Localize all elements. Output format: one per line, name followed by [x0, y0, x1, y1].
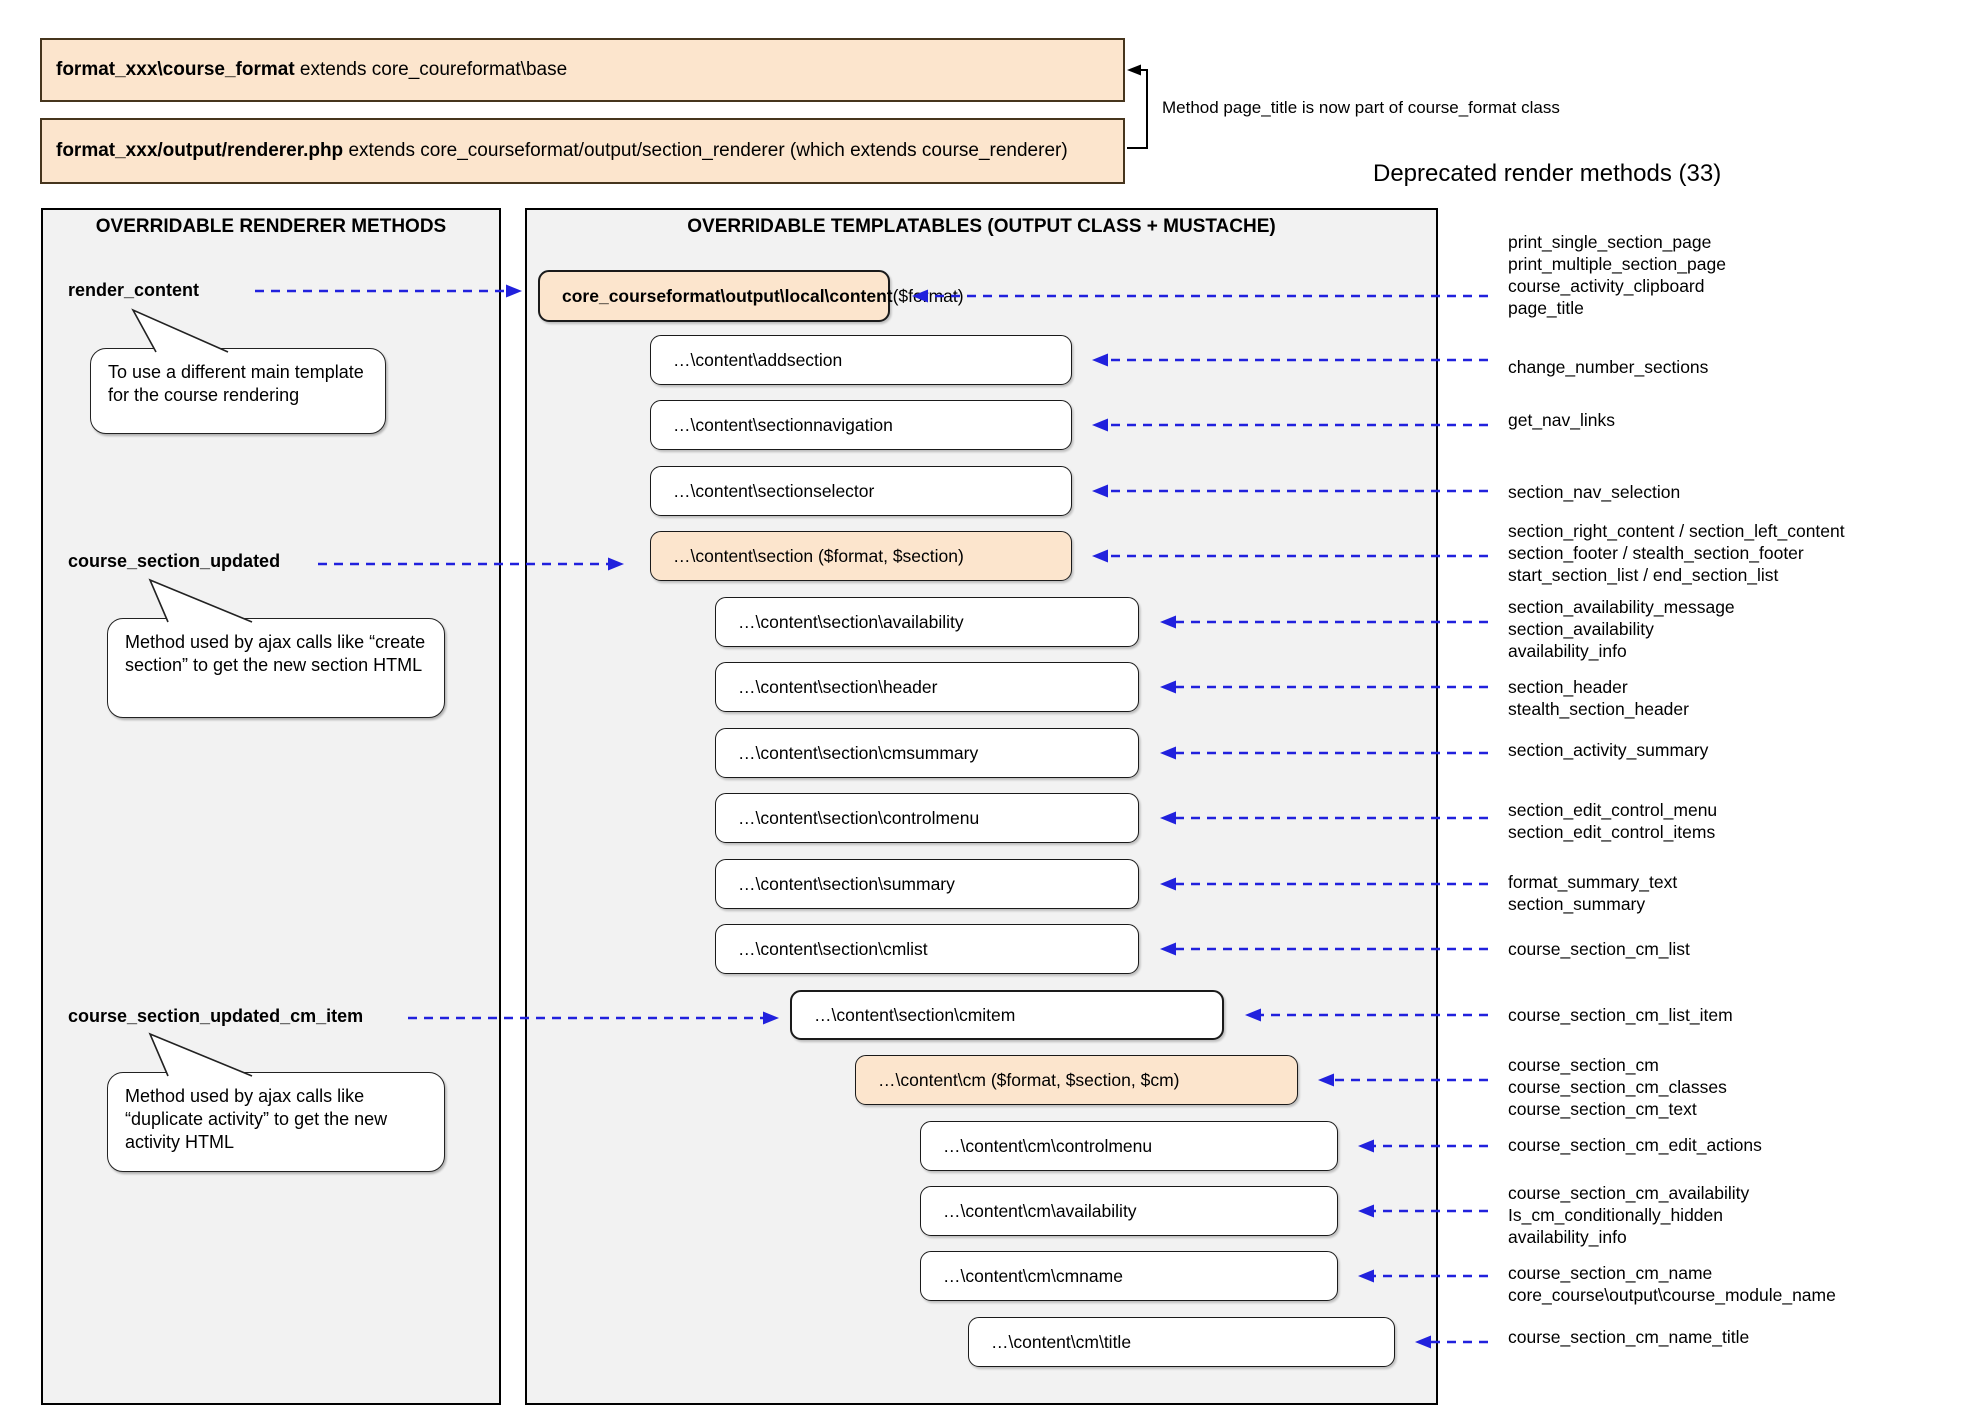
deprecated-method: course_section_cm_text	[1508, 1099, 1697, 1119]
class-box-renderer-text: format_xxx/output/renderer.php extends c…	[56, 140, 1068, 161]
bracket-arrow-head	[1127, 64, 1141, 76]
class-box-course-format-text: format_xxx\course_format extends core_co…	[56, 59, 568, 80]
class-box-renderer: format_xxx/output/renderer.php extends c…	[40, 118, 1125, 184]
bracket-line	[1127, 69, 1148, 149]
deprecated-method: section_availability	[1508, 619, 1654, 639]
deprecated-group-7: section_activity_summary	[1508, 739, 1708, 761]
deprecated-method: course_section_cm_classes	[1508, 1077, 1727, 1097]
middle-panel-title: OVERRIDABLE TEMPLATABLES (OUTPUT CLASS +…	[687, 216, 1276, 237]
deprecated-method: availability_info	[1508, 1227, 1627, 1247]
deprecated-group-11: course_section_cm_list_item	[1508, 1004, 1733, 1026]
deprecated-method: stealth_section_header	[1508, 699, 1689, 719]
deprecated-group-3: section_nav_selection	[1508, 481, 1680, 503]
callout-bubble-1: Method used by ajax calls like “create s…	[107, 618, 445, 718]
templatable-box-16: …\content\cm\title	[968, 1317, 1395, 1367]
callout-bubble-0: To use a different main template for the…	[90, 348, 386, 434]
deprecated-method: section_right_content / section_left_con…	[1508, 521, 1845, 541]
templatable-box-7: …\content\section\cmsummary	[715, 728, 1139, 778]
deprecated-method: Is_cm_conditionally_hidden	[1508, 1205, 1723, 1225]
deprecated-method: section_footer / stealth_section_footer	[1508, 543, 1804, 563]
deprecated-method: availability_info	[1508, 641, 1627, 661]
deprecated-group-16: course_section_cm_name_title	[1508, 1326, 1749, 1348]
templatable-box-5: …\content\section\availability	[715, 597, 1139, 647]
templatable-box-3: …\content\sectionselector	[650, 466, 1072, 516]
deprecated-method: course_section_cm_availability	[1508, 1183, 1750, 1203]
deprecated-method: print_single_section_page	[1508, 232, 1712, 252]
deprecated-method: get_nav_links	[1508, 410, 1616, 430]
class-box-course-format: format_xxx\course_format extends core_co…	[40, 38, 1125, 102]
deprecated-method: course_section_cm_list_item	[1508, 1005, 1733, 1025]
templatable-box-10: …\content\section\cmlist	[715, 924, 1139, 974]
deprecated-method: change_number_sections	[1508, 357, 1709, 377]
templatable-box-2: …\content\sectionnavigation	[650, 400, 1072, 450]
callout-bubble-2: Method used by ajax calls like “duplicat…	[107, 1072, 445, 1172]
templatable-box-15: …\content\cm\cmname	[920, 1251, 1338, 1301]
deprecated-method: page_title	[1508, 298, 1584, 318]
deprecated-method: start_section_list / end_section_list	[1508, 565, 1779, 585]
bracket-note: Method page_title is now part of course_…	[1162, 98, 1560, 117]
deprecated-method: core_course\output\course_module_name	[1508, 1285, 1836, 1305]
deprecated-method: section_nav_selection	[1508, 482, 1681, 502]
deprecated-method: section_edit_control_menu	[1508, 800, 1718, 820]
deprecated-group-2: get_nav_links	[1508, 409, 1615, 431]
deprecated-method: section_header	[1508, 677, 1628, 697]
templatable-box-6: …\content\section\header	[715, 662, 1139, 712]
deprecated-heading: Deprecated render methods (33)	[1373, 160, 1722, 187]
deprecated-method: section_activity_summary	[1508, 740, 1709, 760]
method-arrow-head-0	[506, 284, 522, 298]
deprecated-method: section_availability_message	[1508, 597, 1735, 617]
templatable-box-13: …\content\cm\controlmenu	[920, 1121, 1338, 1171]
left-panel-title: OVERRIDABLE RENDERER METHODS	[95, 216, 447, 237]
templatable-box-8: …\content\section\controlmenu	[715, 793, 1139, 843]
deprecated-method: course_activity_clipboard	[1508, 276, 1705, 296]
deprecated-group-4: section_right_content / section_left_con…	[1508, 520, 1845, 586]
templatable-box-14: …\content\cm\availability	[920, 1186, 1338, 1236]
deprecated-method: section_edit_control_items	[1508, 822, 1716, 842]
deprecated-method: section_summary	[1508, 894, 1646, 914]
renderer-method-render_content: render_content	[68, 280, 200, 300]
renderer-method-course_section_updated: course_section_updated	[68, 551, 281, 571]
deprecated-group-1: change_number_sections	[1508, 356, 1708, 378]
deprecated-method: course_section_cm_edit_actions	[1508, 1135, 1762, 1155]
templatable-box-9: …\content\section\summary	[715, 859, 1139, 909]
deprecated-method: course_section_cm_name_title	[1508, 1327, 1750, 1347]
deprecated-group-13: course_section_cm_edit_actions	[1508, 1134, 1762, 1156]
templatable-box-11: …\content\section\cmitem	[790, 990, 1224, 1040]
deprecated-method: course_section_cm_list	[1508, 939, 1690, 959]
deprecated-method: course_section_cm_name	[1508, 1263, 1713, 1283]
templatable-box-1: …\content\addsection	[650, 335, 1072, 385]
renderer-method-course_section_updated_cm_item: course_section_updated_cm_item	[68, 1006, 364, 1026]
deprecated-group-10: course_section_cm_list	[1508, 938, 1690, 960]
deprecated-method: format_summary_text	[1508, 872, 1678, 892]
deprecated-method: print_multiple_section_page	[1508, 254, 1726, 274]
deprecated-method: course_section_cm	[1508, 1055, 1659, 1075]
templatable-box-0: core_courseformat\output\local\content (…	[538, 270, 964, 322]
templatable-box-12: …\content\cm ($format, $section, $cm)	[855, 1055, 1298, 1105]
templatable-box-4: …\content\section ($format, $section)	[650, 531, 1072, 581]
